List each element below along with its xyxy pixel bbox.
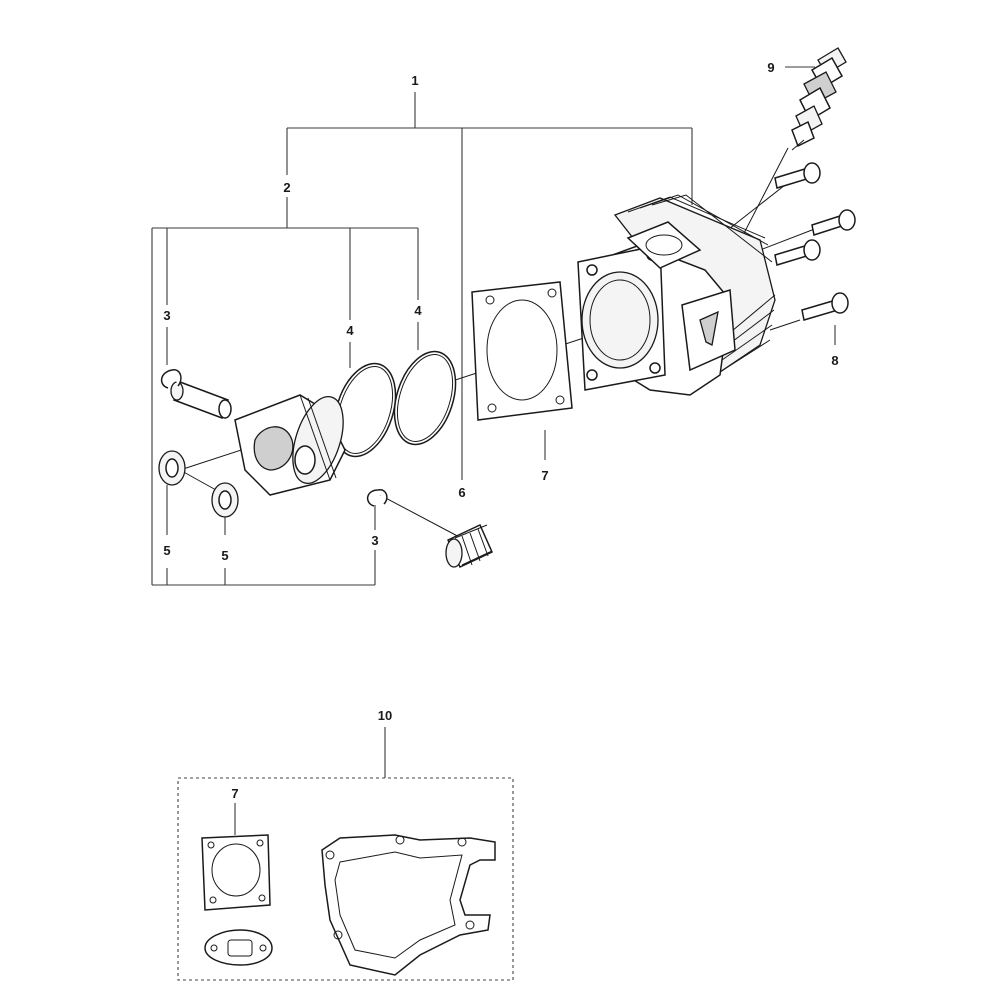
callout-8: 8 (831, 353, 838, 368)
callout-2: 2 (283, 180, 290, 195)
callout-10: 10 (378, 708, 392, 723)
bolt-icon (774, 239, 821, 266)
callout-7-gasket: 7 (541, 468, 548, 483)
crankcase-gasket-icon (321, 834, 496, 976)
thrust-washer-icon (158, 450, 186, 486)
callout-3-clip-left: 3 (163, 308, 170, 323)
piston-rings (333, 350, 457, 458)
callout-7-kit: 7 (231, 786, 238, 801)
base-gasket-icon (471, 281, 573, 421)
gasket-kit (177, 777, 514, 981)
circlip-icon (366, 489, 388, 507)
callout-5-washer-left: 5 (163, 543, 170, 558)
callout-9: 9 (767, 60, 774, 75)
piston-icon (234, 394, 346, 496)
circlip-icon (160, 369, 182, 389)
callout-labels: 1 2 3 4 4 5 5 3 6 7 8 9 10 7 (163, 60, 838, 801)
bolt-icon (774, 162, 821, 189)
callout-4-ring-inner: 4 (346, 323, 354, 338)
bolt-icon (801, 292, 849, 321)
needle-bearing-icon (445, 523, 493, 569)
callout-3-clip-right: 3 (371, 533, 378, 548)
piston-pin-icon (170, 381, 232, 419)
spark-plug-icon (791, 47, 847, 151)
muffler-gasket-icon (204, 929, 273, 966)
callout-6: 6 (458, 485, 465, 500)
piston-ring-icon (393, 350, 457, 446)
cylinder-bolts (774, 162, 856, 321)
thrust-washer-icon (211, 482, 239, 518)
callout-5-washer-right: 5 (221, 548, 228, 563)
cylinder-icon (577, 194, 776, 396)
bolt-icon (811, 209, 856, 236)
callout-4-ring-outer: 4 (414, 303, 422, 318)
cylinder-gasket-icon (201, 834, 271, 911)
callout-1: 1 (411, 73, 418, 88)
